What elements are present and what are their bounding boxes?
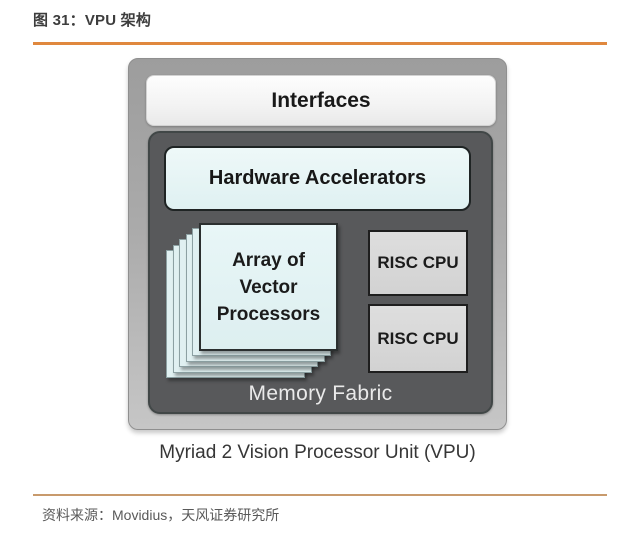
vector-array-label-line: Vector <box>239 276 298 298</box>
vector-array-label-line: Array of <box>232 249 305 271</box>
interfaces-label: Interfaces <box>271 88 371 112</box>
diagram-caption: Myriad 2 Vision Processor Unit (VPU) <box>159 442 476 463</box>
risc-cpu-label-1: RISC CPU <box>377 253 459 272</box>
figure-title: 图 31：VPU 架构 <box>33 12 152 29</box>
source-note: 资料来源：Movidius，天风证券研究所 <box>42 507 280 523</box>
bottom-divider-line <box>33 494 607 496</box>
top-divider-line <box>33 42 607 45</box>
vector-array-label-line: Processors <box>216 303 321 325</box>
risc-cpu-block-2: RISC CPU <box>368 304 468 373</box>
vpu-chip-diagram: Interfaces Hardware Accelerators Array o… <box>128 58 507 430</box>
hardware-accelerators-block: Hardware Accelerators <box>164 146 471 211</box>
risc-cpu-label-2: RISC CPU <box>377 328 459 348</box>
core-dark-block: Hardware Accelerators Array of Vector Pr… <box>148 131 493 414</box>
risc-cpu-block-1: RISC CPU <box>368 230 468 296</box>
interfaces-block: Interfaces <box>146 75 496 126</box>
memory-fabric-label: Memory Fabric <box>248 382 393 405</box>
vector-processor-array-block: Array of Vector Processors <box>199 223 338 351</box>
hardware-accelerators-label: Hardware Accelerators <box>208 167 427 189</box>
